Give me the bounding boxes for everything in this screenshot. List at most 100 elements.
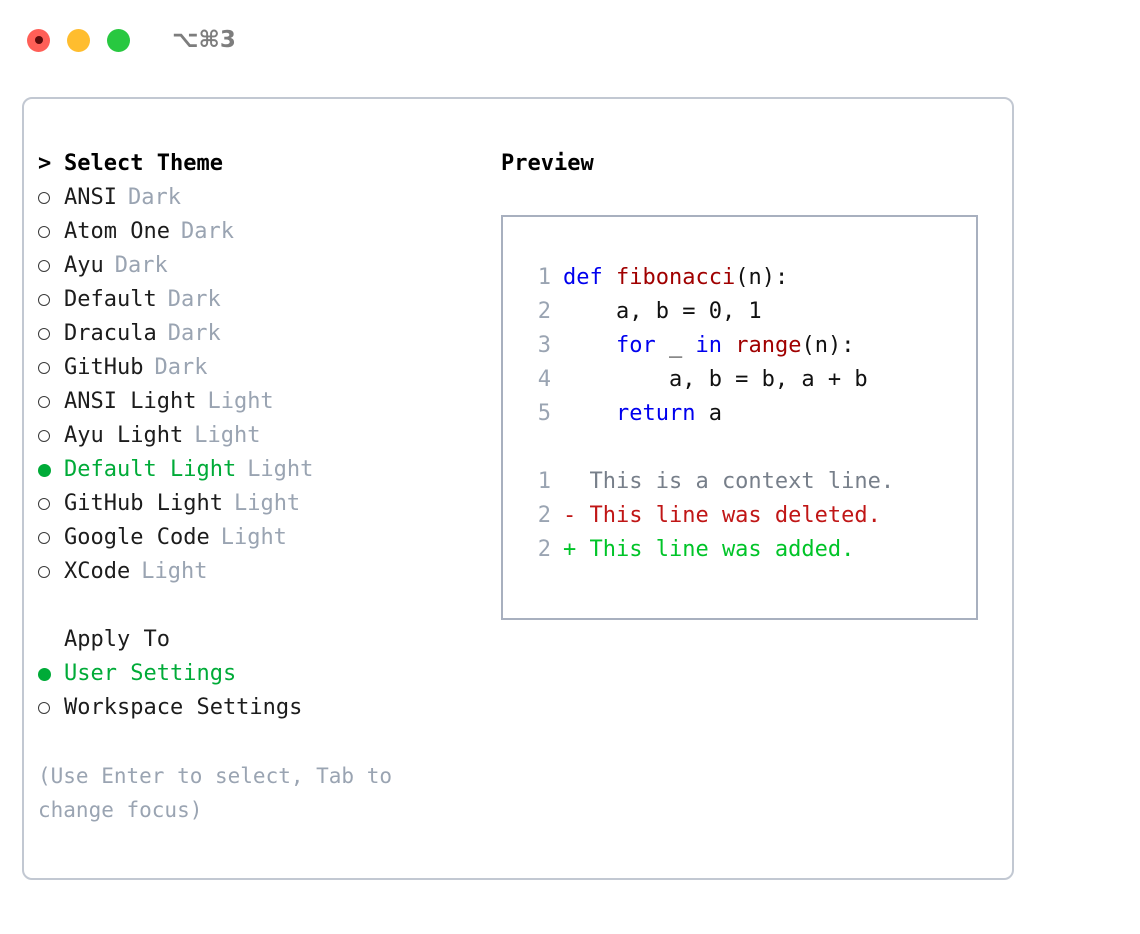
theme-option-label: GitHub Light [64,491,223,516]
radio-unselected-icon [38,362,50,374]
line-number: 4 [537,367,551,392]
apply-to-option-label: User Settings [64,661,237,686]
theme-option-10[interactable]: Google Code Light [38,521,488,555]
token-plain: a [695,401,722,426]
theme-mode-tag: Dark [167,321,221,346]
code-line: 1 def fibonacci(n): [517,261,976,295]
radio-marker [38,532,64,544]
token-plain: (n): [735,265,789,290]
token-plain [563,333,616,358]
radio-unselected-icon [38,702,50,714]
token-kw: return [615,401,696,426]
minimize-button[interactable] [67,28,90,52]
select-theme-header: > Select Theme [38,147,488,181]
theme-mode-tag: Dark [167,287,221,312]
theme-mode-tag: Dark [127,185,181,210]
radio-marker [38,328,64,340]
code-diff-gap [517,431,976,465]
close-button[interactable] [27,28,50,52]
line-number: 1 [537,265,551,290]
line-number: 2 [537,537,551,562]
radio-marker [38,192,64,204]
code-text: for _ in range(n): [563,329,854,363]
radio-unselected-icon [38,226,50,238]
keyboard-shortcut-label: ⌥⌘3 [172,27,236,53]
token-add: + This line was added. [563,537,855,562]
apply-to-section-label: Apply To [38,623,488,657]
code-text: a, b = 0, 1 [563,295,762,329]
radio-selected-icon [38,463,51,477]
theme-option-label: GitHub [64,355,144,380]
radio-marker [38,294,64,306]
radio-marker [38,498,64,510]
theme-mode-tag: Light [233,491,301,516]
theme-option-0[interactable]: ANSI Dark [38,181,488,215]
keyboard-hint-text: (Use Enter to select, Tab to change focu… [38,764,405,822]
code-text: return a [563,397,722,431]
radio-marker [38,566,64,578]
diff-line: 2- This line was deleted. [517,499,976,533]
line-number: 1 [537,469,551,494]
code-line: 2 a, b = 0, 1 [517,295,976,329]
caret-icon: > [38,151,52,176]
theme-mode-tag: Dark [154,355,208,380]
code-line: 5 return a [517,397,976,431]
theme-mode-tag: Light [220,525,287,550]
radio-unselected-icon [38,260,50,272]
maximize-button[interactable] [107,28,130,52]
line-number: 5 [537,401,551,426]
diff-sample: 1 This is a context line.2- This line wa… [517,465,976,567]
theme-option-9[interactable]: GitHub Light Light [38,487,488,521]
list-gap [38,589,488,623]
code-text: a, b = b, a + b [563,363,868,397]
radio-marker [38,226,64,238]
theme-option-label: Ayu [64,253,104,278]
diff-text: + This line was added. [563,533,854,567]
code-text: def fibonacci(n): [563,261,788,295]
token-fn: fibonacci [615,265,736,290]
radio-marker [38,667,64,681]
radio-unselected-icon [38,532,50,544]
line-number: 3 [537,333,551,358]
apply-to-option-label: Workspace Settings [64,695,303,720]
apply-to-option-1[interactable]: Workspace Settings [38,691,488,725]
apply-to-option-0[interactable]: User Settings [38,657,488,691]
theme-mode-tag: Light [141,559,208,584]
theme-option-label: Default Light [64,457,237,482]
window-titlebar: ⌥⌘3 [0,0,1140,80]
line-number: 2 [537,299,551,324]
preview-title: Preview [501,151,594,176]
theme-mode-tag: Light [247,457,314,482]
radio-marker [38,260,64,272]
page-title: Select Theme [64,151,223,176]
theme-option-8[interactable]: Default Light Light [38,453,488,487]
theme-option-label: Atom One [64,219,170,244]
token-plain: _ [655,333,696,358]
diff-line: 1 This is a context line. [517,465,976,499]
token-ctx: This is a context line. [563,469,895,494]
line-number: 2 [537,503,551,528]
theme-option-label: ANSI [64,185,117,210]
radio-marker [38,396,64,408]
theme-option-5[interactable]: GitHub Dark [38,351,488,385]
theme-option-label: Google Code [64,525,210,550]
theme-mode-tag: Light [194,423,261,448]
apply-to-label: Apply To [64,627,170,652]
code-line: 3 for _ in range(n): [517,329,976,363]
radio-unselected-icon [38,192,50,204]
radio-unselected-icon [38,566,50,578]
